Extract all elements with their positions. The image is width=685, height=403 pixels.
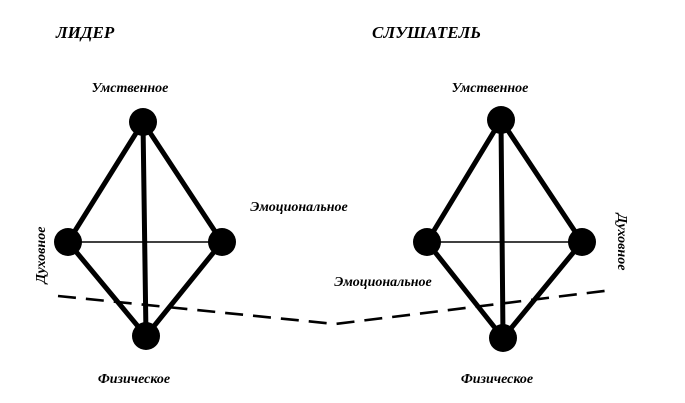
leader-node-bottom bbox=[132, 322, 160, 350]
leader-label-right: Эмоциональное bbox=[250, 200, 347, 215]
leader-title: ЛИДЕР bbox=[55, 23, 115, 42]
leader-diagram: ЛИДЕР Умственное Эмоциональное Физическо… bbox=[34, 23, 348, 387]
listener-label-left: Эмоциональное bbox=[334, 275, 431, 290]
listener-label-right: Духовное bbox=[614, 212, 629, 271]
listener-edge-top-right bbox=[498, 117, 585, 245]
leader-label-bottom: Физическое bbox=[98, 372, 170, 387]
listener-node-bottom bbox=[489, 324, 517, 352]
leader-node-right bbox=[208, 228, 236, 256]
listener-diagram: СЛУШАТЕЛЬ Умственное Эмоциональное Физич… bbox=[334, 23, 629, 387]
dashed-connection-line bbox=[57, 288, 613, 326]
listener-edge-top-left bbox=[424, 117, 504, 245]
leader-label-top: Умственное bbox=[92, 81, 169, 96]
listener-label-top: Умственное bbox=[452, 81, 529, 96]
leader-node-top bbox=[129, 108, 157, 136]
listener-edge-left-bottom bbox=[424, 239, 506, 341]
leader-edge-left-bottom bbox=[65, 239, 149, 339]
listener-edge-right-bottom bbox=[500, 239, 585, 341]
leader-edge-top-right bbox=[140, 119, 225, 245]
leader-label-left: Духовное bbox=[34, 227, 49, 286]
listener-node-right bbox=[568, 228, 596, 256]
leader-node-left bbox=[54, 228, 82, 256]
leader-edge-top-left bbox=[65, 119, 146, 245]
listener-node-left bbox=[413, 228, 441, 256]
leader-edge-right-bottom bbox=[143, 239, 225, 339]
leader-edge-top-bottom bbox=[140, 119, 149, 339]
listener-node-top bbox=[487, 106, 515, 134]
listener-edge-top-bottom bbox=[498, 117, 506, 341]
listener-label-bottom: Физическое bbox=[461, 372, 533, 387]
listener-title: СЛУШАТЕЛЬ bbox=[372, 23, 481, 42]
